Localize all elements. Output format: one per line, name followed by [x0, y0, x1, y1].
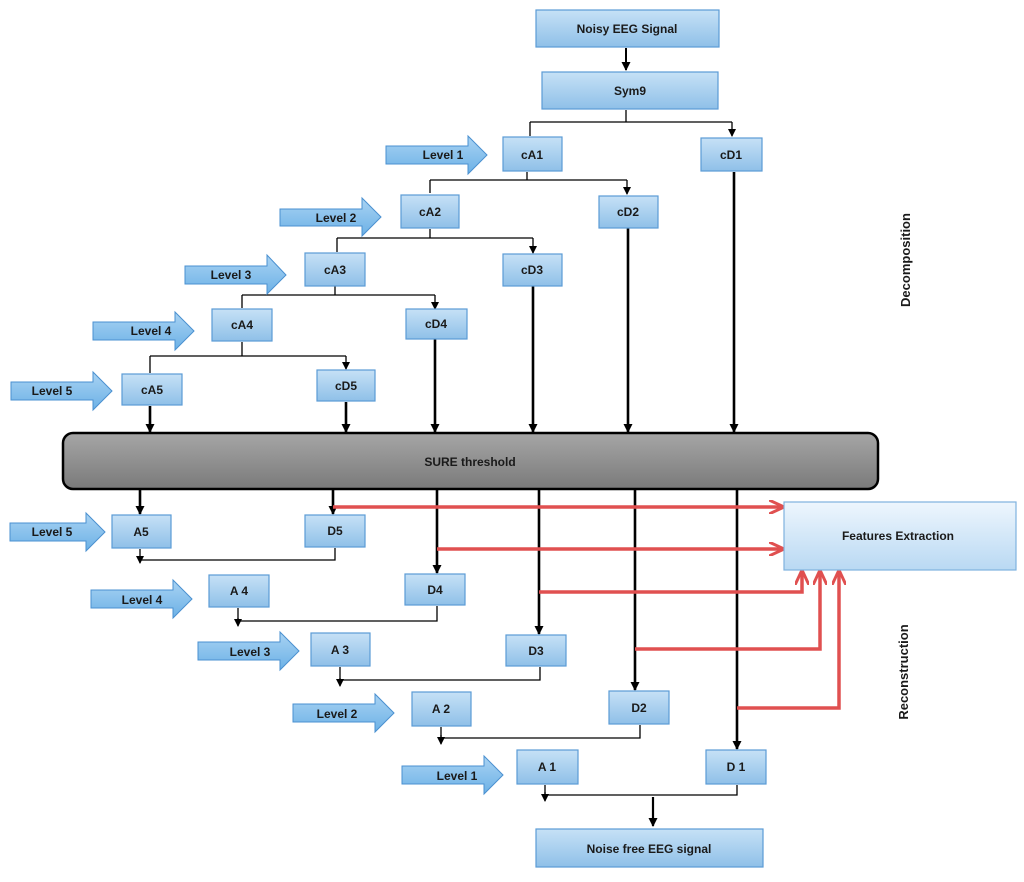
a1-label: A 1 — [538, 760, 557, 774]
level-arrows-decomposition — [10, 134, 488, 412]
reconstruction-connectors — [136, 548, 738, 827]
decomp-level-5-label: Level 5 — [32, 384, 73, 398]
decomp-level-1-arrow — [385, 134, 488, 176]
node-ca2 — [400, 194, 460, 229]
node-sym9 — [541, 71, 719, 110]
recon-level-1-label: Level 1 — [437, 769, 478, 783]
node-ca5 — [121, 373, 183, 406]
cd2-label: cD2 — [617, 205, 639, 219]
decomposition-labels: Noisy EEG Signal Sym9 cA1 cD1 cA2 cD2 cA… — [141, 22, 742, 397]
noisy-eeg-label: Noisy EEG Signal — [577, 22, 678, 36]
node-a2 — [411, 691, 472, 727]
features-extraction: Features Extraction — [783, 501, 1017, 571]
features-label: Features Extraction — [842, 529, 954, 543]
node-a5 — [111, 514, 172, 549]
node-cd2 — [598, 195, 659, 229]
node-d1 — [705, 749, 767, 785]
ca1-label: cA1 — [521, 148, 543, 162]
recon-level-3-arrow — [197, 630, 300, 672]
a2-label: A 2 — [432, 702, 451, 716]
node-d5 — [304, 514, 366, 548]
decomp-level-3-arrow — [184, 253, 287, 296]
d1-label: D 1 — [727, 760, 746, 774]
ca3-label: cA3 — [324, 263, 346, 277]
decomp-level-3-label: Level 3 — [211, 268, 252, 282]
ca2-label: cA2 — [419, 205, 441, 219]
threshold-inputs — [145, 172, 739, 433]
decomp-level-2-label: Level 2 — [316, 211, 357, 225]
node-noisy-eeg — [535, 9, 720, 48]
a5-label: A5 — [133, 525, 149, 539]
threshold-outputs — [135, 489, 742, 750]
feature-arrows — [333, 507, 839, 710]
recon-level-3-label: Level 3 — [230, 645, 271, 659]
node-d3 — [505, 634, 567, 667]
sym9-label: Sym9 — [614, 84, 646, 98]
recon-level-2-label: Level 2 — [317, 707, 358, 721]
level-labels-reconstruction: Level 5 Level 4 Level 3 Level 2 Level 1 — [32, 525, 478, 783]
decomp-level-5-arrow — [10, 370, 113, 412]
a3-label: A 3 — [331, 643, 350, 657]
d4-label: D4 — [427, 583, 443, 597]
decomp-level-2-arrow — [279, 196, 382, 238]
recon-level-2-arrow — [292, 692, 395, 734]
threshold-label: SURE threshold — [424, 455, 515, 469]
reconstruction-label: Reconstruction — [896, 624, 911, 719]
level-arrows-reconstruction — [9, 511, 504, 796]
node-d2 — [608, 690, 670, 725]
cd5-label: cD5 — [335, 379, 357, 393]
ca5-label: cA5 — [141, 383, 163, 397]
node-ca1 — [502, 136, 563, 172]
recon-level-5-label: Level 5 — [32, 525, 73, 539]
recon-level-4-arrow — [90, 578, 193, 620]
decomp-level-4-arrow — [92, 310, 195, 352]
level-labels-decomposition: Level 1 Level 2 Level 3 Level 4 Level 5 — [32, 148, 464, 398]
noise-free-label: Noise free EEG signal — [587, 842, 712, 856]
node-cd4 — [405, 308, 468, 340]
decomp-level-4-label: Level 4 — [131, 324, 172, 338]
node-cd5 — [316, 369, 376, 402]
node-a3 — [310, 632, 371, 667]
d2-label: D2 — [631, 701, 647, 715]
d5-label: D5 — [327, 524, 343, 538]
recon-level-1-arrow — [401, 754, 504, 796]
node-a1 — [516, 749, 579, 785]
node-ca4 — [211, 308, 273, 342]
node-cd3 — [502, 253, 563, 287]
decomp-level-1-label: Level 1 — [423, 148, 464, 162]
node-d4 — [404, 573, 466, 606]
cd1-label: cD1 — [720, 148, 742, 162]
recon-level-4-label: Level 4 — [122, 593, 163, 607]
sure-threshold: SURE threshold — [61, 431, 880, 491]
decomposition-label: Decomposition — [898, 213, 913, 307]
reconstruction-labels: A5 D5 A 4 D4 A 3 D3 A 2 D2 A 1 D 1 Noise… — [133, 524, 745, 856]
ca4-label: cA4 — [231, 318, 253, 332]
a4-label: A 4 — [230, 584, 249, 598]
node-a4 — [208, 574, 270, 608]
decomposition-connectors — [149, 48, 736, 373]
decomposition-nodes — [121, 9, 763, 406]
node-noise-free — [535, 828, 764, 868]
node-cd1 — [700, 137, 763, 172]
cd4-label: cD4 — [425, 317, 447, 331]
reconstruction-nodes — [111, 514, 767, 868]
node-ca3 — [304, 252, 366, 287]
recon-level-5-arrow — [9, 511, 106, 553]
cd3-label: cD3 — [521, 263, 543, 277]
d3-label: D3 — [528, 644, 544, 658]
